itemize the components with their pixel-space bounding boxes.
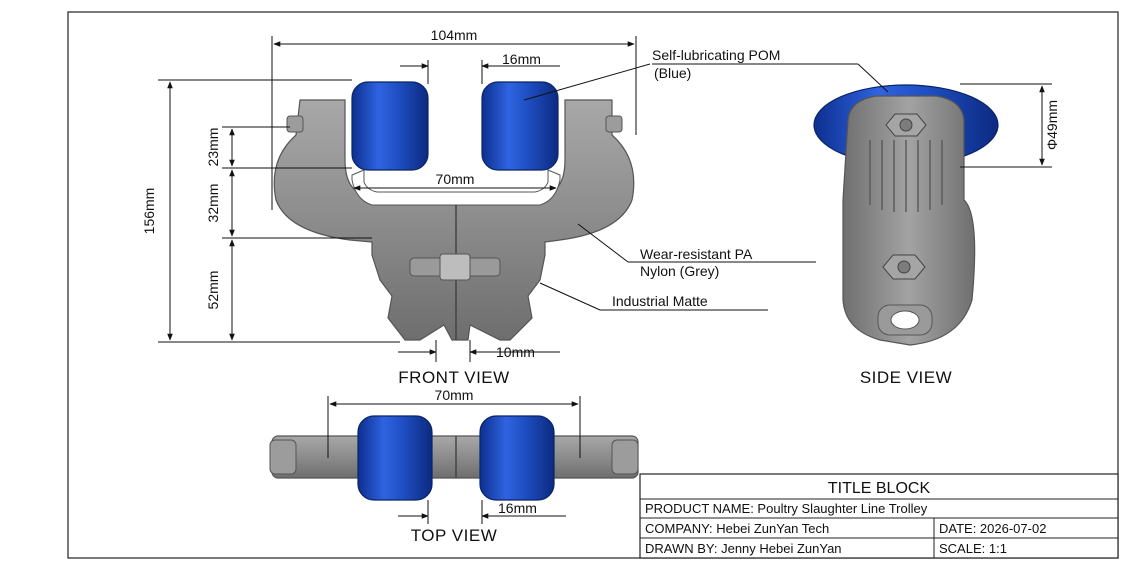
title-block-company: COMPANY: Hebei ZunYan Tech: [645, 521, 829, 536]
dim-slot-width: 10mm: [496, 344, 535, 360]
title-block-date: DATE: 2026-07-02: [939, 521, 1046, 536]
dim-top-span: 70mm: [435, 387, 474, 403]
dim-middle-height: 32mm: [205, 184, 221, 223]
dim-roller-width-front: 16mm: [502, 51, 541, 67]
label-top-view: TOP VIEW: [411, 526, 498, 545]
dim-overall-height: 156mm: [141, 188, 157, 235]
top-view-part: [269, 415, 639, 501]
side-view-part: [813, 84, 999, 346]
dim-inner-width: 70mm: [436, 171, 475, 187]
callout-pa-line2: Nylon (Grey): [640, 263, 719, 279]
title-block-heading: TITLE BLOCK: [828, 480, 931, 497]
dim-upper-height: 23mm: [205, 128, 221, 167]
title-block-scale: SCALE: 1:1: [939, 541, 1007, 556]
label-front-view: FRONT VIEW: [398, 368, 509, 387]
callout-leaders: [523, 63, 889, 311]
callout-pa-line1: Wear-resistant PA: [640, 246, 753, 262]
front-view-part: [273, 81, 635, 341]
dim-overall-width: 104mm: [431, 27, 478, 43]
callout-pom-line2: (Blue): [654, 65, 691, 81]
dimension-lines: [158, 36, 1052, 524]
title-block-product: PRODUCT NAME: Poultry Slaughter Line Tro…: [645, 501, 928, 516]
title-block: [639, 473, 1119, 559]
front-roller-left: [351, 81, 429, 171]
dim-roller-diameter: Φ49mm: [1044, 100, 1060, 150]
callout-pom-line1: Self-lubricating POM: [652, 47, 780, 63]
dim-roller-width-top: 16mm: [498, 500, 537, 516]
dim-lower-height: 52mm: [205, 271, 221, 310]
label-side-view: SIDE VIEW: [860, 368, 952, 387]
title-block-drawn-by: DRAWN BY: Jenny Hebei ZunYan: [645, 541, 842, 556]
callout-finish: Industrial Matte: [612, 293, 708, 309]
front-roller-right: [481, 81, 559, 171]
